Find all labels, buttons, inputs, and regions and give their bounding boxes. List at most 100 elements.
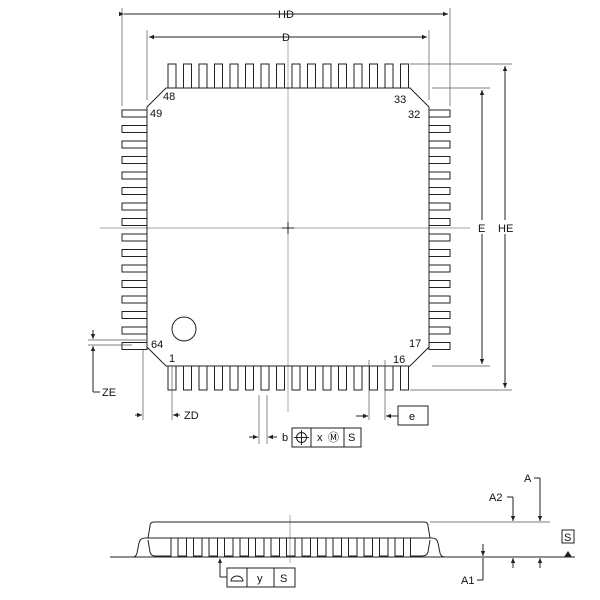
pin-number: 1: [169, 353, 175, 365]
lead-bottom: [198, 365, 208, 391]
lead-bottom: [369, 365, 378, 391]
height-a2-label: A2: [489, 492, 502, 504]
lead-top: [245, 63, 254, 89]
side-body-top: [147, 521, 431, 539]
pin-number: 32: [408, 109, 420, 121]
lead-bottom: [384, 365, 394, 391]
lead-bottom: [276, 365, 285, 391]
datum-triangle-icon: [564, 551, 572, 557]
lead-width-label: b: [282, 432, 288, 444]
lead-right: [428, 233, 451, 242]
lead-right: [428, 125, 451, 133]
gull-wing-leads: [125, 537, 453, 558]
mmc-modifier: Ⓜ: [328, 431, 339, 444]
lead-bottom: [260, 365, 270, 391]
zd-label: ZD: [184, 410, 199, 422]
tolerance-value: x: [317, 432, 323, 444]
lead-top: [322, 63, 332, 89]
pin-number: 16: [393, 354, 405, 366]
lead-left: [121, 295, 148, 304]
lead-left: [121, 187, 148, 195]
ze-label: ZE: [102, 387, 116, 399]
datum-s-box: [561, 529, 575, 544]
he-label: HE: [498, 223, 513, 235]
lead-right: [428, 280, 451, 288]
e-body-label: E: [478, 223, 485, 235]
side-leads-group: [170, 537, 411, 558]
pin-number: 33: [394, 94, 406, 106]
pitch-box: [397, 405, 429, 426]
lead-right: [428, 140, 451, 149]
tolerance-value: y: [257, 573, 263, 585]
lead-bottom: [400, 365, 409, 391]
lead-top: [353, 63, 363, 89]
lead-bottom: [307, 365, 316, 391]
lead-right: [428, 249, 451, 257]
lead-top: [291, 63, 301, 89]
lead-right: [428, 156, 451, 164]
d-label: D: [282, 32, 290, 44]
lead-top: [384, 63, 394, 89]
pin-number: 17: [409, 338, 421, 350]
lead-right: [428, 326, 451, 335]
side-lead: [279, 537, 287, 558]
hd-label: HD: [278, 9, 294, 21]
lead-left: [121, 140, 148, 149]
lead-top: [183, 63, 192, 89]
side-lead: [201, 537, 210, 558]
side-lead: [232, 537, 241, 558]
lead-bottom: [353, 365, 363, 391]
side-lead: [403, 537, 411, 558]
side-lead: [248, 537, 256, 558]
lead-top: [400, 63, 409, 89]
lead-left: [121, 233, 148, 242]
lead-right: [428, 171, 451, 180]
datum-ref: S: [348, 432, 355, 444]
lead-top: [307, 63, 316, 89]
datum-ref: S: [280, 573, 287, 585]
lead-top: [214, 63, 223, 89]
lead-left: [121, 264, 148, 273]
side-lead: [356, 537, 365, 558]
lead-right: [428, 264, 451, 273]
profile-surface-icon: [230, 575, 244, 582]
lead-top: [276, 63, 285, 89]
side-lead: [325, 537, 334, 558]
lead-left: [121, 249, 148, 257]
pitch-label: e: [409, 411, 415, 423]
lead-right: [428, 109, 451, 118]
lead-top: [260, 63, 270, 89]
side-lead: [341, 537, 349, 558]
lead-top: [167, 63, 177, 89]
height-a-label: A: [524, 473, 532, 485]
lead-left: [121, 156, 148, 164]
lead-bottom: [229, 365, 239, 391]
lead-top: [338, 63, 347, 89]
lead-bottom: [214, 365, 223, 391]
leads-group: [121, 63, 451, 391]
pin-number: 64: [151, 339, 163, 351]
lead-left: [121, 311, 148, 319]
lead-left: [121, 125, 148, 133]
lead-left: [121, 342, 148, 350]
lead-bottom: [291, 365, 301, 391]
lead-top: [229, 63, 239, 89]
lead-right: [428, 202, 451, 211]
side-lead: [310, 537, 318, 558]
lead-left: [121, 202, 148, 211]
lead-bottom: [322, 365, 332, 391]
side-lead: [372, 537, 380, 558]
lead-right: [428, 311, 451, 319]
lead-top: [198, 63, 208, 89]
lead-left: [121, 280, 148, 288]
lead-left: [121, 109, 148, 118]
datum-s-label: S: [564, 532, 571, 544]
lead-left: [121, 171, 148, 180]
side-lead: [217, 537, 225, 558]
lead-right: [428, 218, 451, 226]
pin-number: 49: [150, 108, 162, 120]
position-tolerance-frame: x Ⓜ S: [291, 427, 362, 448]
side-body-bottom: [147, 539, 431, 557]
